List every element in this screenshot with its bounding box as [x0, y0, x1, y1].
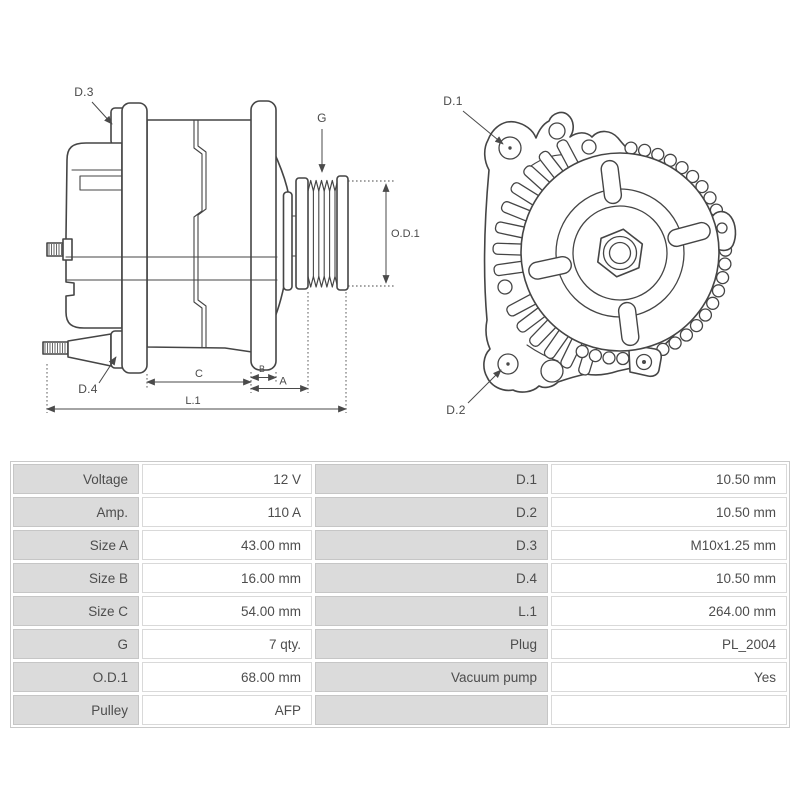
spec-label-cell: L.1	[315, 596, 548, 626]
spec-label-cell: Amp.	[13, 497, 139, 527]
spec-label-cell: Size C	[13, 596, 139, 626]
spec-label-cell	[315, 695, 548, 725]
spec-value-cell: 7 qty.	[142, 629, 312, 659]
spec-value-cell: M10x1.25 mm	[551, 530, 787, 560]
side-view-dimensions: D.3 D.4 G O.D.1 C B A L.1	[46, 85, 420, 413]
front-view	[483, 111, 737, 393]
spec-value-cell: 10.50 mm	[551, 563, 787, 593]
dim-label-od1: O.D.1	[391, 228, 420, 240]
side-view	[42, 100, 349, 374]
spec-value-cell: 43.00 mm	[142, 530, 312, 560]
dim-label-c: C	[195, 368, 203, 380]
spec-label-cell: O.D.1	[13, 662, 139, 692]
spec-value-cell: 12 V	[142, 464, 312, 494]
spec-value-cell: 10.50 mm	[551, 497, 787, 527]
spec-value-cell: 10.50 mm	[551, 464, 787, 494]
spec-label-cell: Size A	[13, 530, 139, 560]
spec-value-cell: 16.00 mm	[142, 563, 312, 593]
spec-value-cell	[551, 695, 787, 725]
spec-value-cell: PL_2004	[551, 629, 787, 659]
spec-value-cell: 54.00 mm	[142, 596, 312, 626]
spec-label-cell: Pulley	[13, 695, 139, 725]
spec-label-cell: D.4	[315, 563, 548, 593]
dim-label-d4: D.4	[78, 382, 98, 396]
dim-label-l1: L.1	[185, 395, 200, 407]
dim-label-d1: D.1	[443, 94, 463, 108]
spec-value-cell: 68.00 mm	[142, 662, 312, 692]
spec-label-cell: D.1	[315, 464, 548, 494]
spec-label-cell: Plug	[315, 629, 548, 659]
dim-label-b: B	[259, 364, 265, 374]
spec-value-cell: Yes	[551, 662, 787, 692]
dim-label-g: G	[317, 111, 327, 125]
dim-label-a: A	[279, 376, 287, 388]
dim-label-d3: D.3	[74, 85, 94, 99]
spec-label-cell: Size B	[13, 563, 139, 593]
spec-label-cell: Voltage	[13, 464, 139, 494]
spec-value-cell: AFP	[142, 695, 312, 725]
dim-label-d2: D.2	[446, 403, 466, 417]
spec-value-cell: 110 A	[142, 497, 312, 527]
spec-label-cell: D.2	[315, 497, 548, 527]
front-view-dimensions: D.1 D.2	[443, 94, 512, 417]
alternator-technical-drawing: D.3 D.4 G O.D.1 C B A L.1	[42, 85, 737, 417]
spec-label-cell: Vacuum pump	[315, 662, 548, 692]
spec-value-cell: 264.00 mm	[551, 596, 787, 626]
spec-label-cell: G	[13, 629, 139, 659]
spec-label-cell: D.3	[315, 530, 548, 560]
spec-table: Voltage 12 V D.1 10.50 mm Amp. 110 A D.2…	[10, 461, 790, 728]
